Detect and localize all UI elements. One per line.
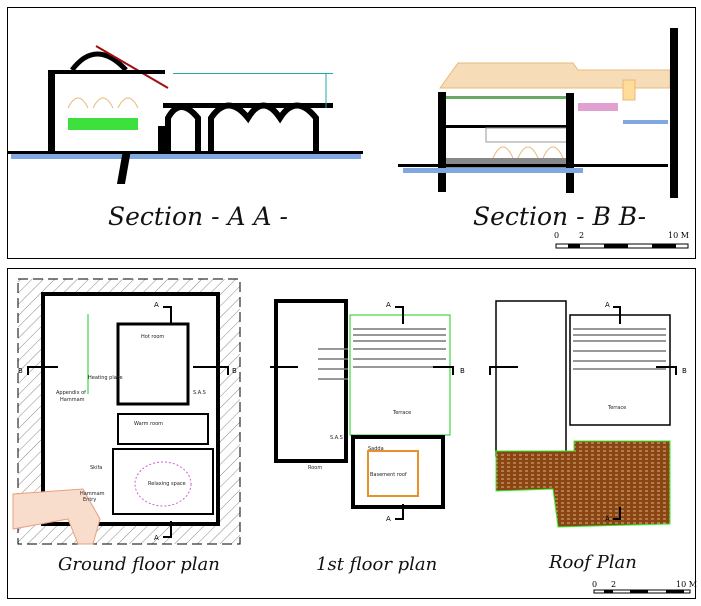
ground-floor-plan-title: Ground floor plan <box>58 554 220 575</box>
svg-text:A: A <box>154 301 159 309</box>
svg-text:A: A <box>154 534 159 542</box>
svg-text:10 M: 10 M <box>668 231 689 240</box>
svg-text:Hammam: Hammam <box>60 397 85 403</box>
svg-text:Hot room: Hot room <box>141 334 164 340</box>
svg-text:A: A <box>386 515 391 523</box>
svg-text:Relaxing space: Relaxing space <box>148 481 186 487</box>
svg-text:Room: Room <box>308 465 322 471</box>
svg-text:S.A.S: S.A.S <box>330 435 343 441</box>
svg-text:Terrace: Terrace <box>392 410 411 416</box>
svg-text:A: A <box>386 301 391 309</box>
svg-text:Heating place: Heating place <box>88 375 123 381</box>
svg-text:B: B <box>18 367 23 375</box>
ground-floor-plan: Hot room Heating place Appendix of Hamma… <box>12 278 241 545</box>
plans-drawing: Hot room Heating place Appendix of Hamma… <box>12 278 697 594</box>
section-bb-drawing <box>398 28 678 198</box>
svg-text:A: A <box>605 301 610 309</box>
svg-text:0: 0 <box>592 580 597 589</box>
svg-text:S.A.S: S.A.S <box>193 390 206 396</box>
roof-plan: Terrace A A B <box>489 300 687 528</box>
section-aa-title: Section - A A - <box>108 202 288 231</box>
first-floor-plan-title: 1st floor plan <box>316 554 438 575</box>
first-floor-plan: Terrace S.A.S Sadda Room Basement roof A… <box>270 299 465 523</box>
svg-text:2: 2 <box>611 580 616 589</box>
svg-text:2: 2 <box>579 231 584 240</box>
section-bb-title: Section - B B- <box>473 202 647 231</box>
svg-text:10 M: 10 M <box>676 580 697 589</box>
roof-plan-title: Roof Plan <box>549 552 637 573</box>
sections-drawing: 0 2 10 M <box>8 28 689 249</box>
svg-text:0: 0 <box>554 231 559 240</box>
scale-bar-bottom: 0 2 10 M <box>592 580 697 594</box>
plans-panel: Hot room Heating place Appendix of Hamma… <box>7 268 697 599</box>
svg-text:B: B <box>232 367 237 375</box>
svg-text:Terrace: Terrace <box>607 405 626 411</box>
svg-text:A: A <box>605 515 610 523</box>
svg-text:B: B <box>460 367 465 375</box>
svg-text:B: B <box>682 367 687 375</box>
svg-text:Skifa: Skifa <box>90 465 102 471</box>
svg-text:Basement roof: Basement roof <box>370 472 407 478</box>
svg-text:Entry: Entry <box>83 497 96 503</box>
svg-text:Warm room: Warm room <box>134 421 163 427</box>
svg-text:Appendix of: Appendix of <box>56 390 86 396</box>
scale-bar-top: 0 2 10 M <box>554 231 689 249</box>
svg-text:Hammam: Hammam <box>80 491 105 497</box>
section-aa-drawing <box>8 45 363 184</box>
sections-panel: 0 2 10 M Section - A A - Section - B B- <box>7 7 696 259</box>
svg-text:Sadda: Sadda <box>368 446 384 452</box>
